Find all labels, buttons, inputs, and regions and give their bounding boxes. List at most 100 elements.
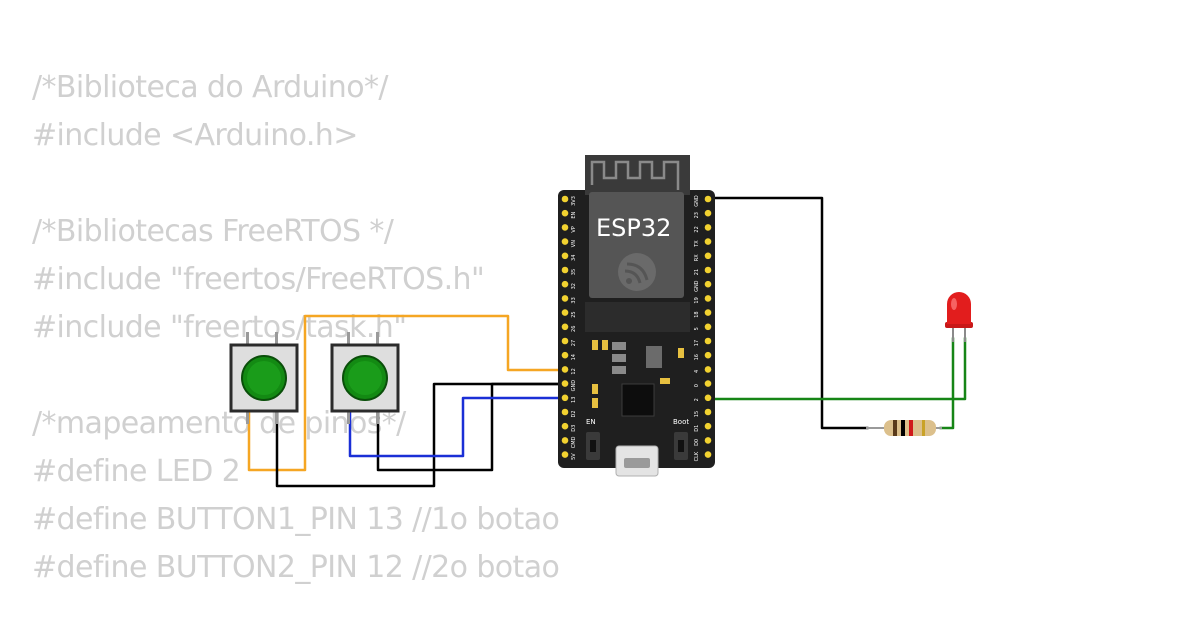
pin-label-right-16: D1 <box>694 425 700 432</box>
pin-label-right-3: TX <box>694 240 700 248</box>
wire-black-gnd-resistor[interactable] <box>706 196 870 430</box>
resistor-band-2 <box>901 420 905 436</box>
pushbutton-2-leg-bl <box>347 410 350 424</box>
smd-component-3 <box>612 366 626 374</box>
pin-label-right-12: 4 <box>694 370 700 373</box>
code-line-10: #define BUTTON1_PIN 13 //1o botao <box>32 502 560 537</box>
pushbutton-1-leg-tr <box>275 332 278 346</box>
usb-chip <box>621 383 655 417</box>
code-line-9: #define LED 2 <box>32 454 241 489</box>
pin-pad-right-15[interactable] <box>704 408 712 416</box>
wire-green-led-anode[interactable] <box>706 336 967 401</box>
pushbutton-1-leg-br <box>275 410 278 424</box>
pin-header-left: 3V3ENVPVN343532332526271412GND13D2D3CMD5… <box>561 195 577 460</box>
pin-pad-left-1[interactable] <box>561 209 569 217</box>
wires <box>247 196 967 488</box>
pushbutton-1[interactable] <box>229 332 299 424</box>
led-highlight <box>951 298 957 310</box>
pin-pad-right-10[interactable] <box>704 337 712 345</box>
pin-label-left-8: 25 <box>571 311 577 317</box>
pin-pad-right-4[interactable] <box>704 252 712 260</box>
code-line-2: #include <Arduino.h> <box>32 118 358 153</box>
en-button-knob <box>590 440 596 452</box>
pushbutton-1-leg-bl <box>246 410 249 424</box>
smd-cap-1 <box>592 384 598 394</box>
boot-button-knob <box>678 440 684 452</box>
pin-pad-right-5[interactable] <box>704 266 712 274</box>
pushbutton-1-leg-tl <box>246 332 249 346</box>
pin-pad-left-6[interactable] <box>561 280 569 288</box>
pin-label-left-1: EN <box>571 211 577 218</box>
pin-pad-left-7[interactable] <box>561 295 569 302</box>
pin-pad-right-7[interactable] <box>704 295 712 302</box>
wire-black-button2-gnd[interactable] <box>376 382 566 472</box>
pin-pad-right-3[interactable] <box>704 238 712 245</box>
pin-pad-right-17[interactable] <box>704 437 712 444</box>
pin-pad-left-14[interactable] <box>561 394 569 402</box>
wire-green-led-cathode[interactable] <box>938 336 955 430</box>
pin-label-left-13: GND <box>571 380 577 392</box>
pin-label-right-0: GND <box>694 195 700 207</box>
wire-blue[interactable] <box>348 396 566 458</box>
boot-button-label: Boot <box>673 418 689 426</box>
pin-label-left-6: 32 <box>571 283 577 289</box>
pin-pad-right-9[interactable] <box>704 323 712 331</box>
pin-label-left-10: 27 <box>571 340 577 346</box>
code-background: /*Biblioteca do Arduino*/ #include <Ardu… <box>32 0 732 630</box>
pin-pad-left-9[interactable] <box>561 323 569 331</box>
pin-pad-left-8[interactable] <box>561 309 569 316</box>
smd-component-2 <box>612 354 626 362</box>
pin-pad-left-0[interactable] <box>561 195 569 203</box>
pin-label-right-6: GND <box>694 280 700 292</box>
resistor[interactable] <box>866 420 942 436</box>
pin-pad-right-14[interactable] <box>704 394 712 402</box>
regulator-chip <box>646 346 662 368</box>
module-pads <box>585 302 690 332</box>
pin-label-right-2: 22 <box>694 226 700 232</box>
pin-pad-right-6[interactable] <box>704 280 712 288</box>
pin-pad-right-1[interactable] <box>704 209 712 217</box>
resistor-band-3 <box>909 420 913 436</box>
code-line-4: /*Bibliotecas FreeRTOS */ <box>32 214 394 249</box>
pin-pad-right-12[interactable] <box>704 366 712 373</box>
pin-pad-left-5[interactable] <box>561 266 569 274</box>
pin-pad-right-13[interactable] <box>704 380 712 387</box>
led-body <box>947 292 971 324</box>
pin-pad-left-2[interactable] <box>561 224 569 231</box>
pushbutton-2[interactable] <box>330 332 400 424</box>
pin-label-right-9: 5 <box>694 327 700 330</box>
pin-label-left-4: 34 <box>571 255 577 261</box>
micro-usb-opening <box>624 458 650 468</box>
pin-pad-left-13[interactable] <box>561 380 569 387</box>
pin-label-left-0: 3V3 <box>571 196 577 206</box>
pin-pad-left-4[interactable] <box>561 252 569 260</box>
pushbutton-2-leg-br <box>376 410 379 424</box>
pin-label-left-18: 5V <box>571 453 577 460</box>
wire-black-button1-gnd[interactable] <box>275 382 566 488</box>
pin-pad-left-12[interactable] <box>561 366 569 373</box>
pin-pad-right-18[interactable] <box>704 451 712 458</box>
pin-pad-right-11[interactable] <box>704 351 712 359</box>
pin-pad-left-15[interactable] <box>561 408 569 416</box>
wire-orange[interactable] <box>247 314 566 472</box>
pin-pad-left-17[interactable] <box>561 437 569 444</box>
antenna-trace <box>590 160 680 190</box>
pin-pad-left-10[interactable] <box>561 337 569 345</box>
pin-label-left-5: 35 <box>571 269 577 275</box>
en-button-label: EN <box>586 418 596 426</box>
pin-pad-right-2[interactable] <box>704 224 712 231</box>
pin-label-right-11: 16 <box>694 354 700 360</box>
pin-label-right-15: 15 <box>694 411 700 417</box>
pushbutton-2-leg-tl <box>347 332 350 346</box>
pin-pad-right-8[interactable] <box>704 309 712 316</box>
red-led[interactable] <box>945 292 973 342</box>
espressif-logo <box>618 253 656 291</box>
pin-pad-right-0[interactable] <box>704 195 712 203</box>
pin-pad-left-3[interactable] <box>561 238 569 245</box>
pin-pad-left-18[interactable] <box>561 451 569 458</box>
pin-pad-left-11[interactable] <box>561 351 569 359</box>
pin-pad-right-16[interactable] <box>704 422 712 430</box>
pin-pad-left-16[interactable] <box>561 422 569 430</box>
pin-label-right-7: 19 <box>694 297 700 303</box>
